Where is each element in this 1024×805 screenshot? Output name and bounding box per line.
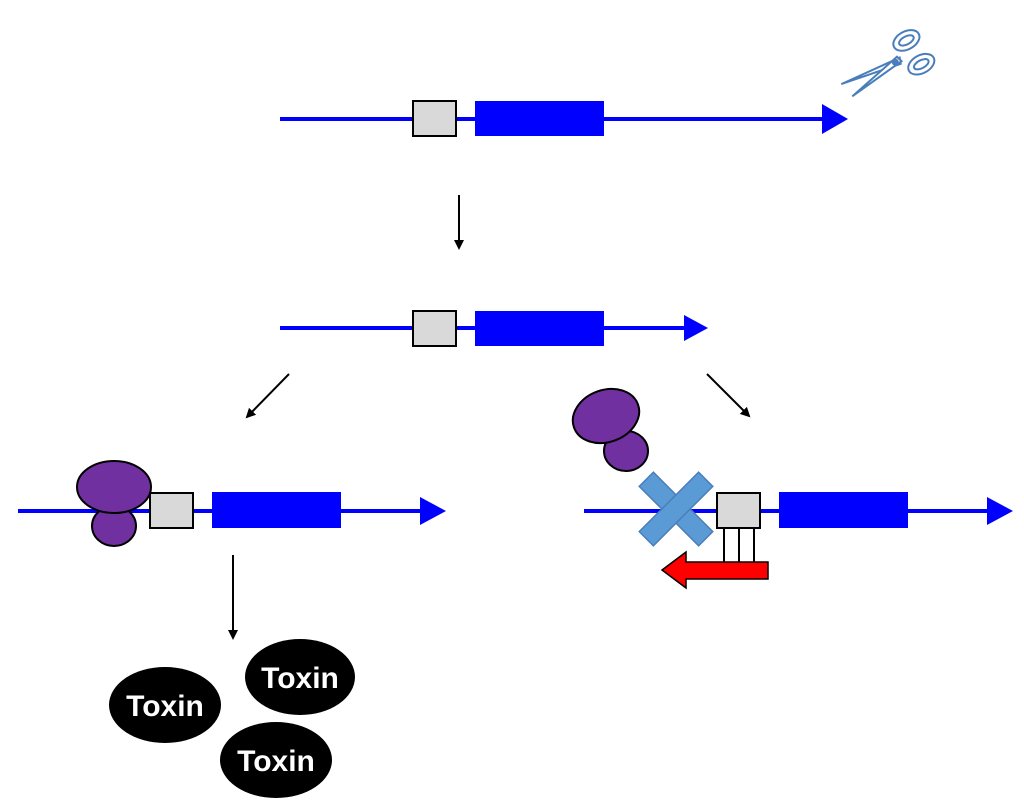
right-gene-construct — [571, 387, 1013, 590]
toxin-label: Toxin — [126, 690, 204, 723]
promoter-box — [412, 310, 457, 347]
dna-arrowhead — [987, 497, 1013, 525]
gene-block — [779, 492, 908, 528]
step-arrow-right — [706, 373, 751, 418]
gene-block — [475, 101, 604, 136]
promoter-box — [149, 492, 194, 529]
gene-block — [475, 311, 604, 346]
rna-arrow — [660, 550, 769, 590]
step-arrow-left — [245, 373, 290, 419]
middle-gene-construct — [280, 310, 708, 347]
gene-block — [212, 492, 341, 528]
promoter-box — [412, 100, 457, 137]
dna-arrowhead — [420, 497, 446, 525]
promoter-box — [716, 492, 761, 529]
toxin-label: Toxin — [261, 662, 339, 695]
toxin-2: Toxin — [109, 667, 221, 743]
left-gene-construct — [18, 460, 446, 547]
toxin-label: Toxin — [237, 745, 315, 778]
x-mark-icon — [638, 471, 714, 547]
dna-arrowhead — [684, 315, 708, 341]
dna-arrowhead — [822, 104, 848, 134]
scissors-icon — [840, 29, 936, 98]
protein-large-subunit — [76, 460, 152, 514]
toxin-3: Toxin — [220, 722, 332, 798]
toxin-cluster: Toxin Toxin Toxin — [109, 639, 355, 798]
toxin-1: Toxin — [245, 639, 355, 715]
top-gene-construct — [280, 100, 848, 137]
protein-large-subunit — [571, 387, 641, 445]
